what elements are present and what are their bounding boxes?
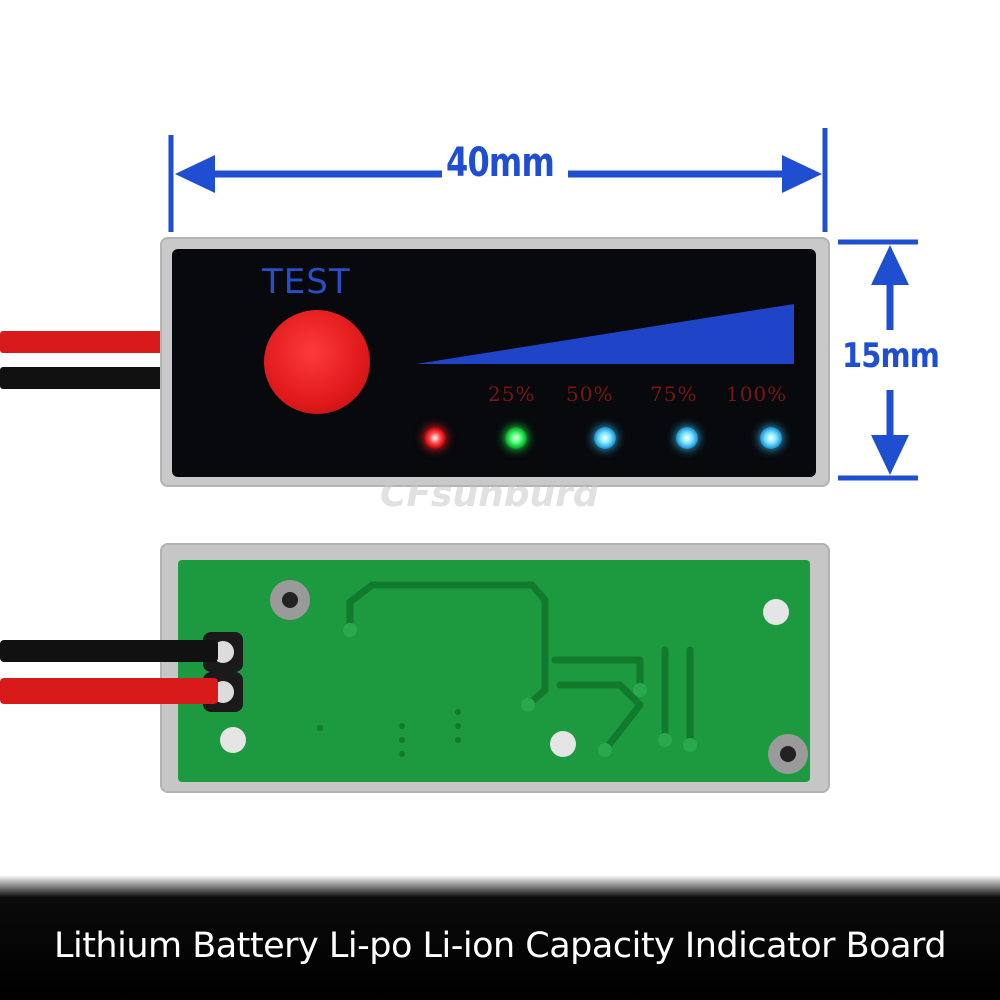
level-25-label: 25% bbox=[488, 382, 536, 406]
test-button[interactable] bbox=[264, 310, 370, 414]
trace-mid bbox=[551, 656, 644, 694]
pad-bottom-mid bbox=[550, 731, 576, 757]
via-4 bbox=[658, 733, 672, 747]
via-2 bbox=[521, 698, 535, 712]
width-dimension-label: 40mm bbox=[446, 140, 555, 186]
level-wedge bbox=[416, 304, 794, 364]
level-bar bbox=[416, 304, 794, 364]
caption-bar bbox=[0, 875, 1000, 1000]
led-blue-1 bbox=[594, 427, 616, 449]
test-label: TEST bbox=[262, 262, 351, 302]
height-dimension-label: 15mm bbox=[842, 336, 940, 376]
pad-bottom-left bbox=[220, 727, 246, 753]
via-3 bbox=[633, 683, 647, 697]
width-arrow-right-head bbox=[782, 155, 822, 193]
level-100-label: 100% bbox=[726, 382, 788, 406]
watermark: CFsunburd bbox=[380, 474, 599, 515]
led-red bbox=[424, 427, 446, 449]
level-50-label: 50% bbox=[566, 382, 614, 406]
led-blue-3 bbox=[760, 427, 782, 449]
red-wire-front bbox=[0, 331, 170, 353]
trace-top bbox=[346, 581, 549, 709]
pad-top-right bbox=[763, 599, 789, 625]
height-arrow-top-head bbox=[871, 245, 909, 285]
width-arrow-left-head bbox=[175, 155, 215, 193]
trace-diag bbox=[556, 681, 644, 754]
via-1 bbox=[343, 623, 357, 637]
black-wire-front bbox=[0, 367, 170, 389]
front-wires bbox=[0, 331, 170, 389]
led-green bbox=[505, 427, 527, 449]
led-blue-2 bbox=[676, 427, 698, 449]
level-75-label: 75% bbox=[650, 382, 698, 406]
height-arrow-bottom-head bbox=[871, 435, 909, 475]
via-5 bbox=[683, 738, 697, 752]
product-caption: Lithium Battery Li-po Li-ion Capacity In… bbox=[53, 926, 947, 966]
via-6 bbox=[598, 743, 612, 757]
red-wire-back bbox=[0, 678, 218, 704]
black-wire-back bbox=[0, 640, 218, 662]
